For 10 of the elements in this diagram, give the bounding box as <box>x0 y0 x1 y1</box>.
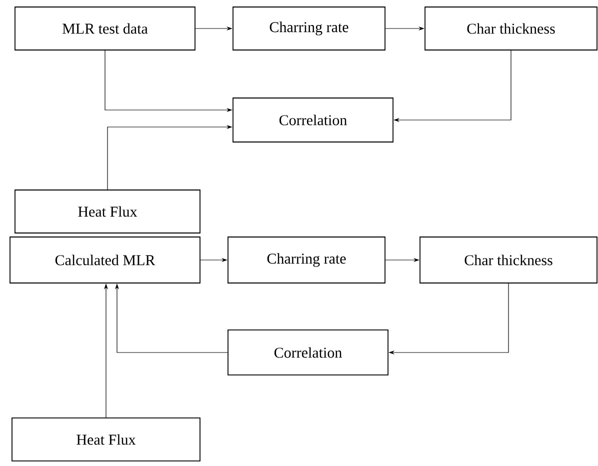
process-box: MLR test data <box>14 6 196 50</box>
process-box: Correlation <box>232 98 394 142</box>
process-box: Heat Flux <box>12 418 200 462</box>
process-box: Heat Flux <box>14 190 200 234</box>
process-box: Charring rate <box>232 6 386 50</box>
process-box: Calculated MLR <box>10 236 200 284</box>
process-box: Char thickness <box>420 236 598 284</box>
process-box: Char thickness <box>424 6 598 50</box>
process-box: Charring rate <box>228 236 386 284</box>
process-box: Correlation <box>228 330 388 376</box>
